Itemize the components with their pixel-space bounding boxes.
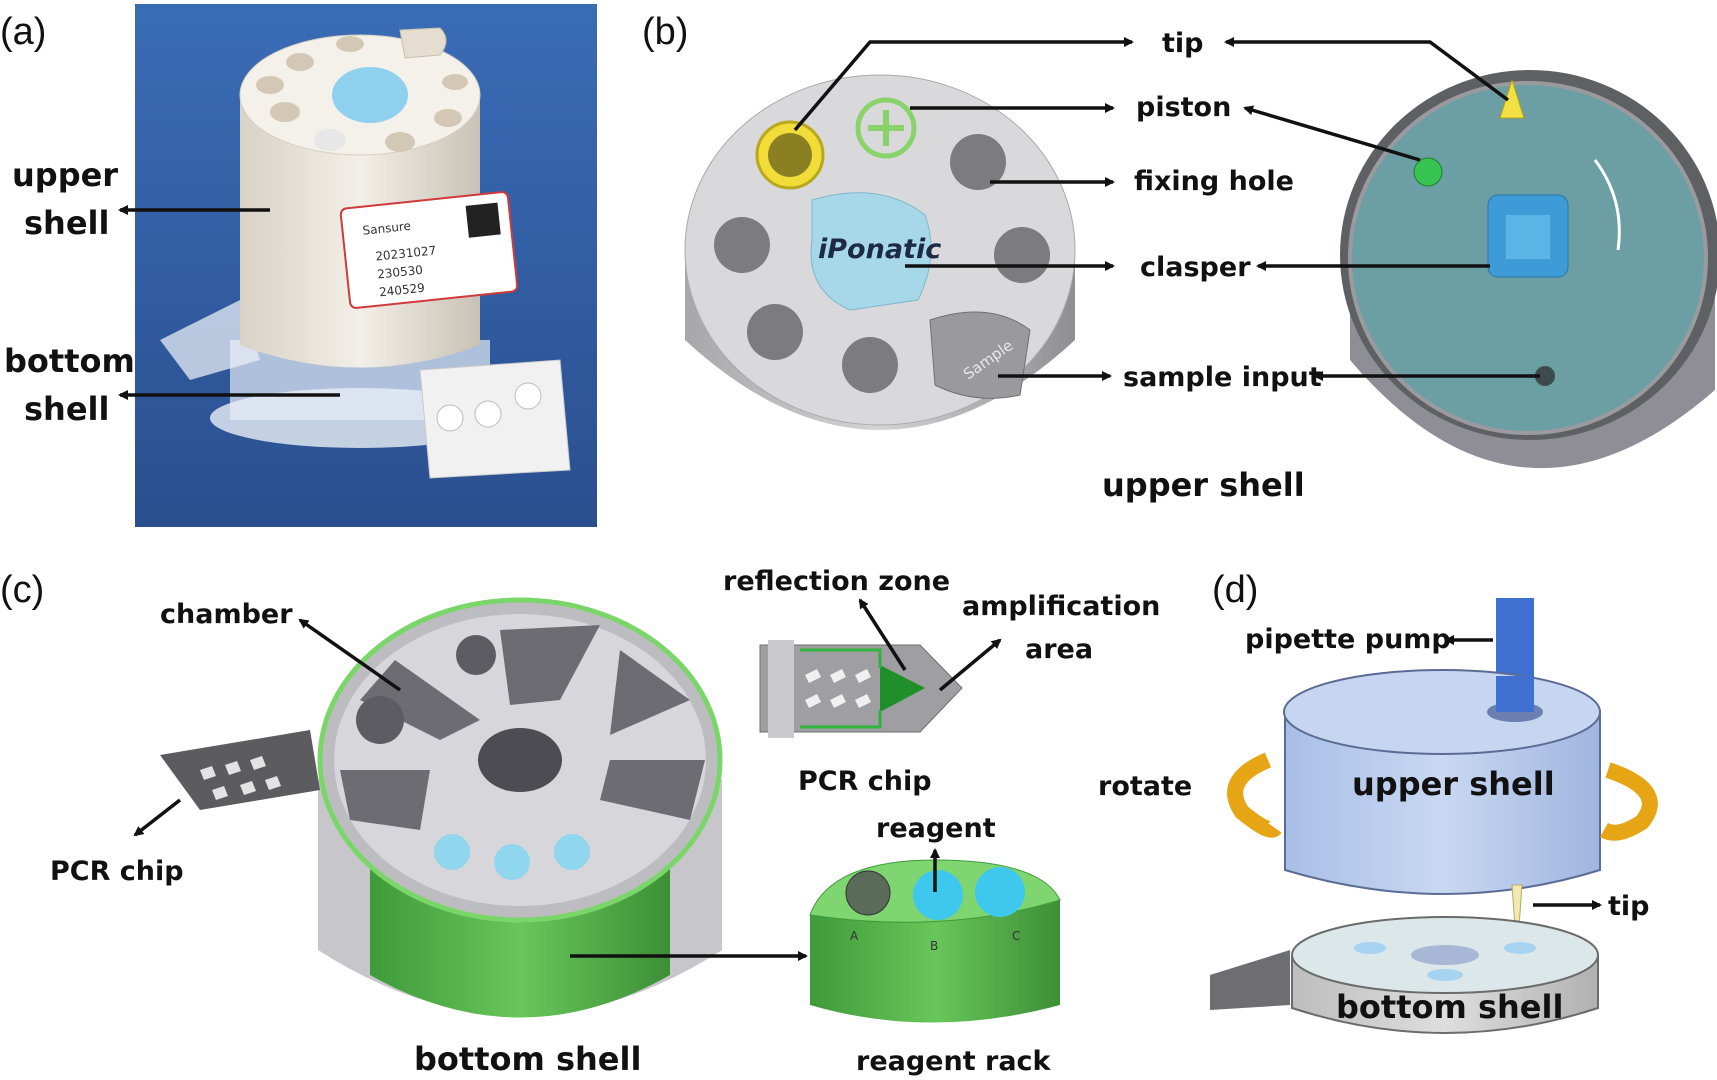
upper-shell-top-view: iPonatic Sample	[684, 74, 1076, 430]
arrow-chamber	[298, 618, 402, 692]
label-bottom-shell-a-1: bottom	[4, 342, 135, 380]
label-reagent-rack: reagent rack	[856, 1046, 1052, 1077]
sticker-line-2: 230530	[377, 263, 424, 282]
label-pcr-chip-left: PCR chip	[50, 856, 184, 887]
panel-d-label: (d)	[1212, 569, 1258, 611]
rack-slot-b: B	[930, 939, 938, 953]
upper-shell-cylinder	[1283, 669, 1601, 895]
label-bottom-shell-d: bottom shell	[1336, 988, 1563, 1026]
panel-c-label: (c)	[0, 569, 44, 611]
bottom-shell-disk	[1210, 916, 1599, 1034]
label-reflection-zone: reflection zone	[723, 566, 950, 597]
label-upper-shell-a-1: upper	[12, 156, 118, 194]
label-reagent: reagent	[876, 813, 996, 844]
panel-b-label: (b)	[642, 11, 688, 53]
label-sample-input: sample input	[1123, 362, 1322, 393]
label-bottom-shell-a-2: shell	[24, 390, 109, 428]
brand-badge-text: iPonatic	[818, 234, 941, 265]
pcr-chip-detail	[759, 640, 963, 738]
blue-cap-photo	[332, 67, 408, 123]
label-piston: piston	[1136, 92, 1231, 123]
sticker-brand: Sansure	[362, 219, 412, 238]
caption-upper-shell-b: upper shell	[1102, 466, 1305, 504]
pcr-chip-d	[1210, 950, 1290, 1010]
panel-c: (c)	[0, 566, 1160, 1078]
chambers	[340, 625, 705, 830]
amplification-zone	[880, 665, 925, 712]
panel-a: (a)	[0, 4, 597, 527]
sticker-line-1: 20231027	[375, 243, 437, 263]
label-pcr-chip-right: PCR chip	[798, 766, 932, 797]
label-clasper: clasper	[1140, 252, 1251, 283]
pcr-chip-photo	[160, 300, 260, 380]
label-tip-b: tip	[1162, 28, 1204, 59]
device-photo: Sansure 20231027 230530 240529	[160, 27, 571, 479]
arrow-pcr-chip-left	[133, 798, 182, 837]
label-chamber: chamber	[160, 599, 293, 630]
sticker-line-3: 240529	[378, 281, 425, 300]
arrow-tip-right	[1224, 37, 1510, 102]
label-upper-shell-d: upper shell	[1352, 765, 1555, 803]
label-rotate: rotate	[1098, 771, 1192, 802]
fixing-hole	[950, 134, 1006, 190]
label-pipette-pump: pipette pump	[1245, 624, 1451, 655]
rack-slot-c: C	[1012, 929, 1020, 943]
panel-a-label: (a)	[0, 11, 46, 53]
piston-hole	[855, 97, 917, 159]
arrow-piston-right	[1243, 105, 1421, 162]
product-sticker: Sansure 20231027 230530 240529	[339, 191, 519, 309]
caption-bottom-shell-c: bottom shell	[414, 1040, 641, 1078]
rack-slot-a: A	[850, 929, 859, 943]
reflection-zone	[805, 669, 871, 708]
label-tip-d: tip	[1608, 891, 1650, 922]
panel-b: (b) iPonatic Sample	[642, 11, 1717, 504]
label-upper-shell-a-2: shell	[24, 204, 109, 242]
qr-code	[465, 202, 501, 238]
tip-shape	[1511, 884, 1523, 956]
rotate-arrow-right	[1600, 762, 1658, 841]
reagent-rack-model: A B C	[809, 859, 1061, 1023]
label-amplification-2: area	[1025, 634, 1093, 665]
sample-input-hole	[1535, 366, 1555, 386]
upper-shell-bottom-view	[1340, 70, 1717, 469]
arrow-reflection-zone	[858, 598, 907, 671]
arrow-amplification	[938, 638, 1002, 692]
rotate-arrow-left	[1227, 752, 1282, 838]
panel-d: (d) pipette pump rotate upper shel	[1098, 569, 1658, 1034]
piston-green	[1413, 157, 1443, 187]
arrow-tip-left	[793, 37, 1134, 132]
bottom-shell-model	[160, 597, 723, 1018]
label-amplification-1: amplification	[962, 591, 1160, 622]
clasper-badge	[810, 192, 932, 311]
label-fixing-hole: fixing hole	[1134, 166, 1294, 197]
